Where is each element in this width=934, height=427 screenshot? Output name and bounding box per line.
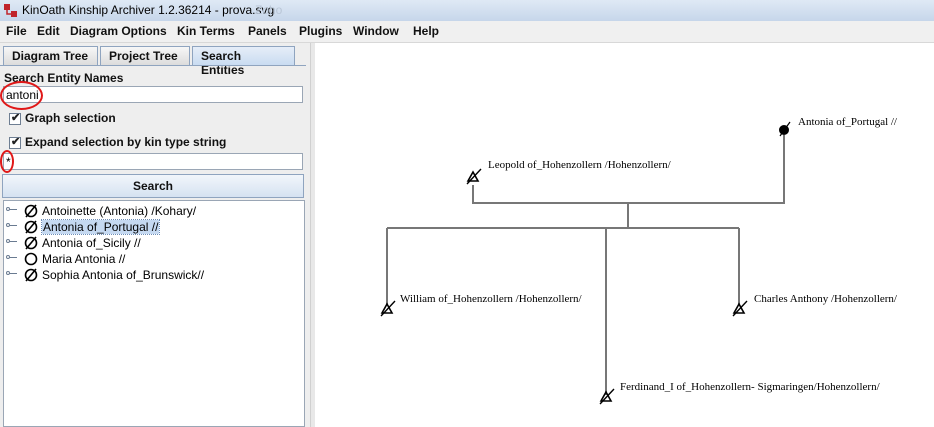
person-label: William of_Hohenzollern /Hohenzollern/	[400, 293, 583, 305]
tree-handle-icon[interactable]	[6, 255, 17, 259]
result-name: Antonia of_Sicily //	[42, 236, 141, 250]
result-name: Antoinette (Antonia) /Kohary/	[42, 204, 197, 218]
menu-help[interactable]: Help	[413, 24, 440, 38]
app-logo-icon	[4, 4, 17, 17]
person-label: Antonia of_Portugal //	[798, 116, 898, 128]
highlight-circle	[0, 81, 43, 110]
female-circle-icon	[24, 252, 38, 266]
unknown-sex-icon	[24, 268, 38, 282]
crossed-line-icon	[599, 388, 615, 405]
expand-selection-checkbox[interactable]: ✔	[9, 136, 21, 149]
menu-window[interactable]: Window	[353, 24, 399, 38]
tree-handle-icon[interactable]	[6, 271, 17, 275]
unknown-sex-icon	[24, 204, 38, 218]
result-name: Sophia Antonia of_Brunswick//	[42, 268, 205, 282]
tab-search-entities[interactable]: Search Entities	[192, 46, 295, 77]
menu-bar: File Edit Diagram Options Kin Terms Pane…	[0, 21, 934, 43]
person-label: Ferdinand_I of_Hohenzollern- Sigmaringen…	[620, 381, 881, 393]
tree-handle-icon[interactable]	[6, 223, 17, 227]
menu-diagram-options[interactable]: Diagram Options	[70, 24, 167, 38]
result-name: Maria Antonia //	[42, 252, 126, 266]
graph-selection-label: Graph selection	[25, 111, 116, 125]
unknown-sex-icon	[24, 236, 38, 250]
kin-type-input[interactable]: *	[3, 153, 303, 170]
tab-divider	[0, 65, 306, 66]
tab-project-tree[interactable]: Project Tree	[100, 46, 190, 65]
crossed-line-icon	[380, 300, 396, 317]
menu-panels[interactable]: Panels	[248, 24, 287, 38]
person-charles-anthony[interactable]: Charles Anthony /Hohenzollern/	[732, 293, 898, 317]
search-input[interactable]: antoni	[3, 86, 303, 103]
checkmark-icon: ✔	[11, 112, 21, 124]
menu-edit[interactable]: Edit	[37, 24, 60, 38]
tree-handle-icon[interactable]	[6, 207, 17, 211]
person-ferdinand[interactable]: Ferdinand_I of_Hohenzollern- Sigmaringen…	[599, 381, 881, 405]
male-triangle-icon	[380, 302, 394, 314]
search-panel: Diagram Tree Project Tree Search Entitie…	[0, 43, 311, 427]
male-triangle-icon	[732, 302, 746, 314]
person-label: Charles Anthony /Hohenzollern/	[754, 293, 898, 305]
menu-kin-terms[interactable]: Kin Terms	[177, 24, 235, 38]
graph-selection-checkbox[interactable]: ✔	[9, 112, 21, 125]
kinship-diagram[interactable]: Antonia of_Portugal // Leopold of_Hohenz…	[315, 43, 934, 427]
unknown-sex-icon	[24, 220, 38, 234]
expand-selection-label: Expand selection by kin type string	[25, 135, 227, 149]
search-button[interactable]: Search	[2, 174, 304, 198]
person-leopold[interactable]: Leopold of_Hohenzollern /Hohenzollern/	[466, 159, 672, 185]
tab-diagram-tree[interactable]: Diagram Tree	[3, 46, 98, 65]
search-entity-names-label: Search Entity Names	[4, 71, 124, 85]
highlight-circle	[0, 150, 14, 173]
tree-handle-icon[interactable]	[6, 239, 17, 243]
checkmark-icon: ✔	[11, 136, 21, 148]
menu-file[interactable]: File	[6, 24, 27, 38]
person-william[interactable]: William of_Hohenzollern /Hohenzollern/	[380, 293, 583, 317]
crossed-line-icon	[466, 168, 482, 185]
person-label: Leopold of_Hohenzollern /Hohenzollern/	[488, 159, 672, 171]
relationship-lines	[386, 135, 785, 395]
results-list[interactable]: Antoinette (Antonia) /Kohary/ Antonia of…	[3, 200, 305, 427]
window-title-ghost: Zoho	[255, 3, 283, 17]
crossed-line-icon	[779, 121, 791, 137]
menu-plugins[interactable]: Plugins	[299, 24, 343, 38]
crossed-line-icon	[732, 300, 748, 317]
window-title: KinOath Kinship Archiver 1.2.36214 - pro…	[22, 3, 275, 17]
title-bar: KinOath Kinship Archiver 1.2.36214 - pro…	[0, 0, 934, 22]
person-antonia-of-portugal[interactable]: Antonia of_Portugal //	[779, 116, 898, 137]
male-triangle-icon	[599, 390, 613, 402]
male-triangle-icon	[466, 170, 480, 182]
panel-splitter[interactable]	[310, 43, 315, 427]
result-name: Antonia of_Portugal //	[40, 219, 161, 235]
